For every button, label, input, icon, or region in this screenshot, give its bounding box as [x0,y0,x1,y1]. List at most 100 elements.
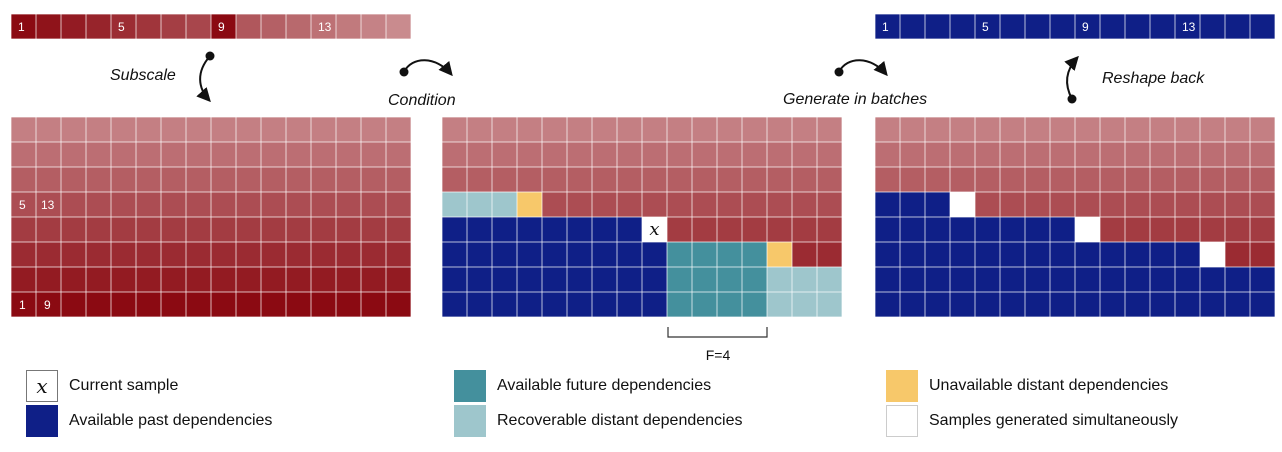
grid-label: 5 [19,198,26,212]
grid-cell [1100,117,1125,142]
grid-cell [386,117,411,142]
grid-cell [36,292,61,317]
grid-cell [900,117,925,142]
past-cell [925,217,950,242]
grid-cell [236,217,261,242]
grid-cell [517,142,542,167]
past-cell [1225,292,1250,317]
past-cell [1050,267,1075,292]
past-cell [542,267,567,292]
legend-recoverable: Recoverable distant dependencies [454,405,743,437]
grid-cell [61,142,86,167]
grid-cell [261,217,286,242]
grid-cell [211,117,236,142]
grid-cell [642,142,667,167]
grid-cell [1250,217,1275,242]
grid-cell [236,192,261,217]
grid-cell [642,192,667,217]
grid-cell [1150,192,1175,217]
grid-cell [442,167,467,192]
grid-cell [11,117,36,142]
grid-cell [161,142,186,167]
grid-cell [950,167,975,192]
past-cell [492,267,517,292]
past-cell [617,292,642,317]
grid-cell [86,142,111,167]
grid-cell [111,167,136,192]
legend-label: Unavailable distant dependencies [929,377,1169,394]
grid-cell [336,242,361,267]
grid-cell [186,192,211,217]
grid-cell [717,217,742,242]
past-cell [1000,292,1025,317]
past-cell [442,217,467,242]
past-cell [925,192,950,217]
past-cell [592,217,617,242]
legend-past: Available past dependencies [26,405,272,437]
grid-cell [1175,217,1200,242]
past-cell [542,292,567,317]
legend-label: Available past dependencies [69,412,273,429]
grid-cell [86,267,111,292]
past-cell [900,242,925,267]
grid-cell [767,217,792,242]
grid-cell [1000,192,1025,217]
grid-cell [617,167,642,192]
grid-cell [517,167,542,192]
grid-cell [1125,142,1150,167]
grid-cell [61,117,86,142]
future-swatch [454,370,486,402]
grid-cell [311,167,336,192]
grid-cell [617,117,642,142]
sequence-cell [1075,14,1100,39]
past-cell [467,242,492,267]
past-cell [592,242,617,267]
grid-cell [11,192,36,217]
grid-cell [111,292,136,317]
grid-cell [336,267,361,292]
grid-cell [592,117,617,142]
grid-cell [1075,167,1100,192]
past-cell [1200,267,1225,292]
simultaneous-cell [950,192,975,217]
simultaneous-cell [1075,217,1100,242]
grid-cell [1100,167,1125,192]
grid-cell [1100,217,1125,242]
grid-cell [1200,117,1225,142]
grid-cell [767,142,792,167]
past-cell [1150,242,1175,267]
grid-cell [86,192,111,217]
sequence-cell [875,14,900,39]
grid-label: 1 [19,298,26,312]
sequence-cell [86,14,111,39]
grid-cell [1150,217,1175,242]
grid-cell [467,117,492,142]
future-cell [742,292,767,317]
grid-cell [86,242,111,267]
grid-cell [442,142,467,167]
grid-cell [767,167,792,192]
past-swatch [26,405,58,437]
grid-cell [925,117,950,142]
grid-cell [975,142,1000,167]
grid-cell [136,267,161,292]
legend-future: Available future dependencies [454,370,711,402]
grid-cell [111,142,136,167]
sequence-label: 5 [982,20,989,34]
sequence-label: 1 [882,20,889,34]
grid-cell [11,267,36,292]
grid-cell [311,142,336,167]
grid-cell [336,292,361,317]
grid-cell [211,242,236,267]
grid-cell [817,142,842,167]
grid-generate [874,116,1276,318]
unavailable-cell [767,242,792,267]
grid-cell [186,242,211,267]
future-cell [692,242,717,267]
past-cell [467,267,492,292]
sequence-cell [975,14,1000,39]
legend-simultaneous: Samples generated simultaneously [886,405,1178,437]
sequence-label: 13 [1182,20,1196,34]
